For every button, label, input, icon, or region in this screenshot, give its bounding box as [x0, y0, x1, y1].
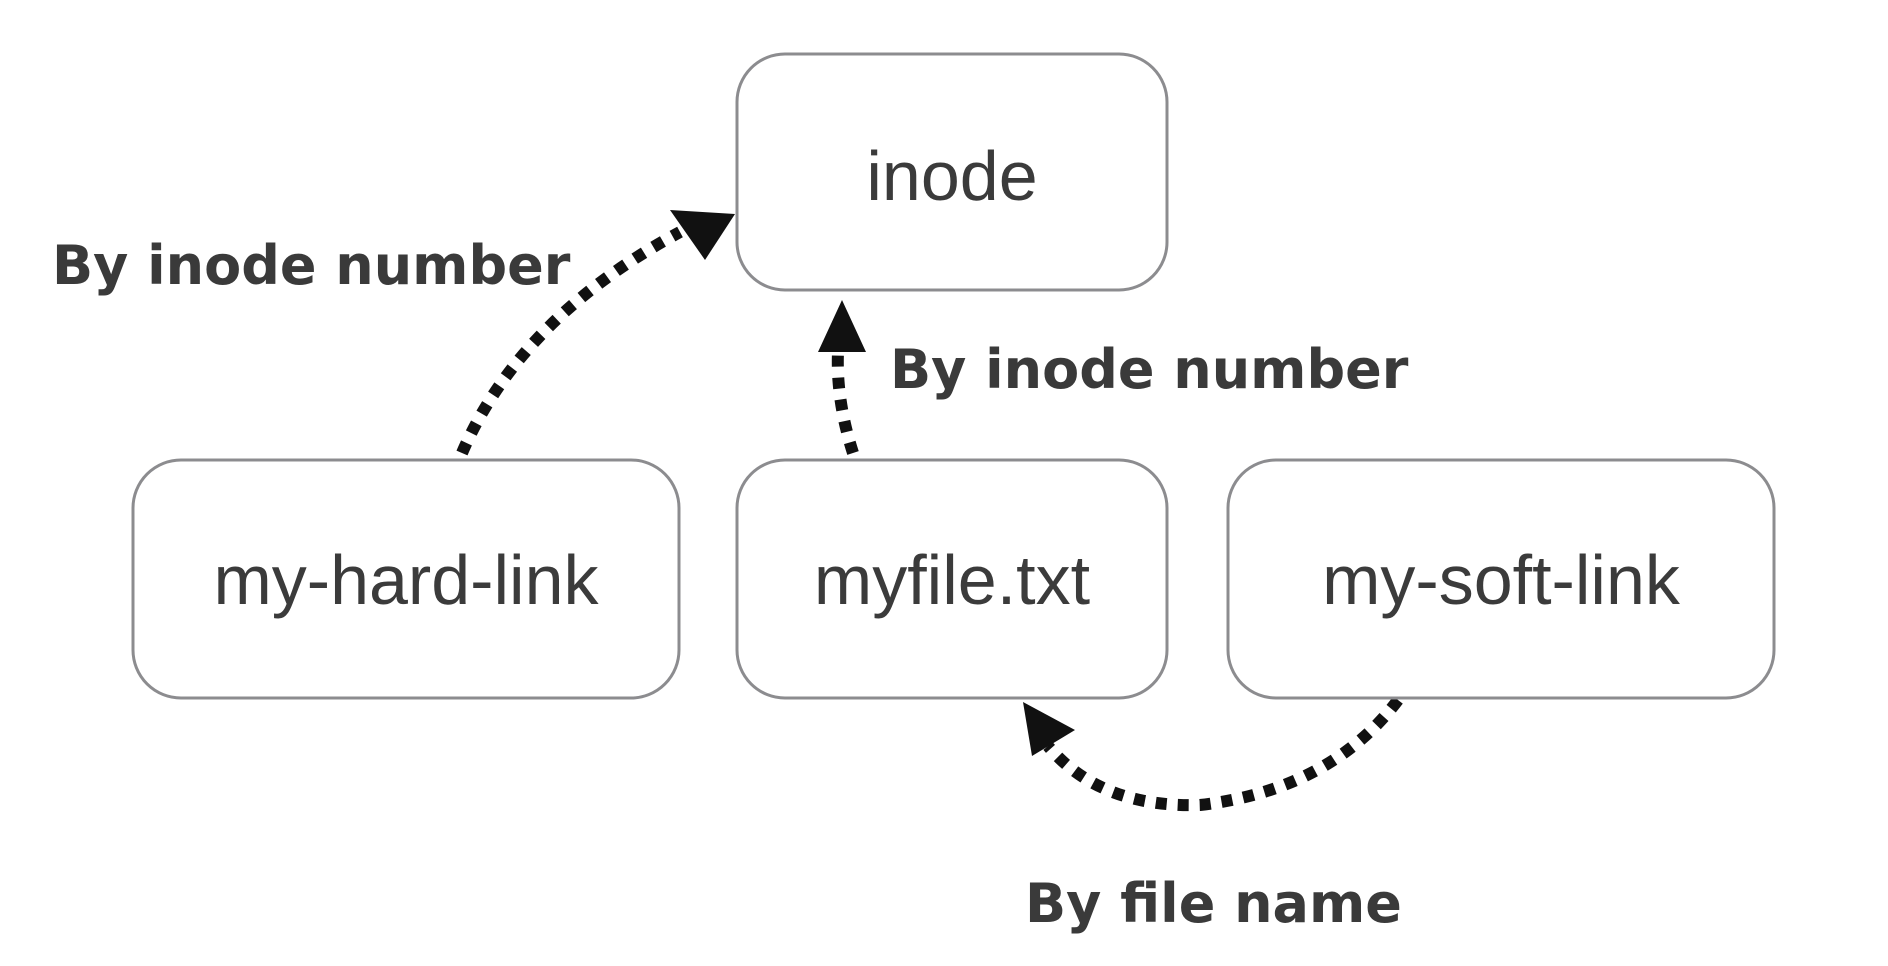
arrowhead-icon [670, 210, 735, 260]
arrowhead-icon [818, 300, 866, 352]
edge-hard-link-to-inode [456, 210, 735, 456]
edge-file-to-inode-line [831, 351, 859, 455]
node-inode-label: inode [866, 137, 1037, 215]
node-hard-link: my-hard-link [131, 458, 681, 700]
node-soft-link-box [1226, 458, 1776, 700]
node-soft-link-label: my-soft-link [1322, 541, 1681, 619]
edge-soft-link-to-file-label: By file name [1025, 872, 1402, 935]
node-soft-link: my-soft-link [1226, 458, 1776, 700]
node-inode: inode [735, 52, 1169, 292]
arrowhead-icon [1023, 702, 1075, 756]
edge-file-to-inode [818, 300, 866, 455]
node-file: myfile.txt [735, 458, 1169, 700]
node-file-label: myfile.txt [814, 541, 1090, 619]
edge-file-to-inode-label: By inode number [890, 338, 1409, 401]
node-file-box [735, 458, 1169, 700]
node-hard-link-box [131, 458, 681, 700]
edge-soft-link-to-file [1023, 696, 1403, 812]
edge-hard-link-to-inode-label: By inode number [52, 234, 571, 297]
node-hard-link-label: my-hard-link [213, 541, 599, 619]
edge-soft-link-to-file-line [1043, 696, 1403, 812]
edge-hard-link-to-inode-line [456, 226, 683, 456]
node-inode-box [735, 52, 1169, 292]
